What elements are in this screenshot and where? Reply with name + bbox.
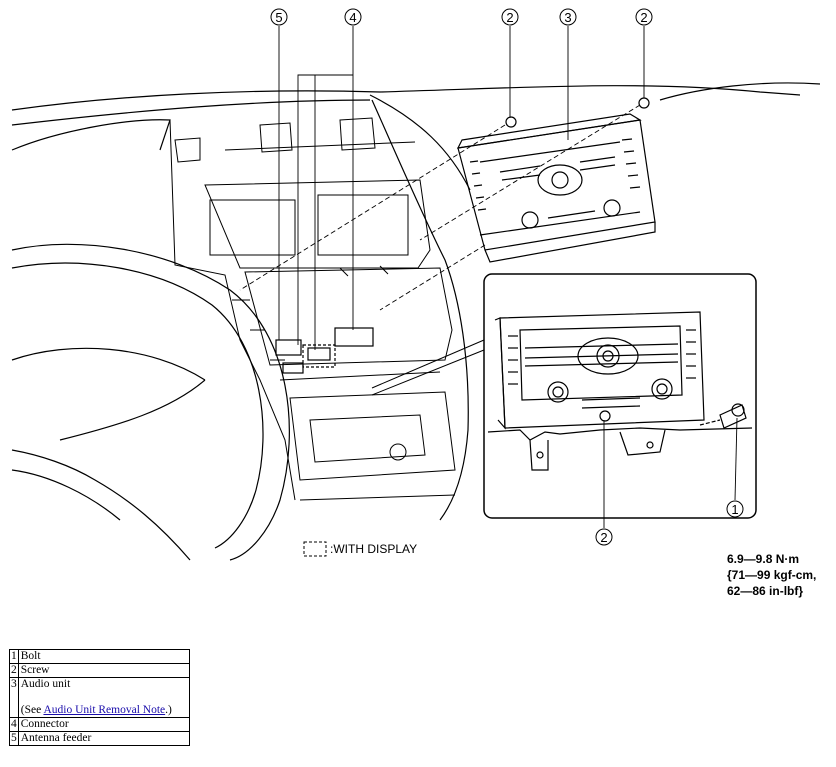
legend-note: (See Audio Unit Removal Note.) [21,704,187,717]
connector-parts [275,327,374,374]
svg-text:62—86 in-lbf}: 62—86 in-lbf} [727,584,803,598]
legend-num: 3 [9,677,19,718]
audio-unit-exploded [456,97,656,263]
legend-cell-audio-unit: Audio unit (See Audio Unit Removal Note.… [17,677,191,718]
callout-1: 1 [726,500,744,518]
callout-2-right: 2 [635,8,653,26]
legend-num: 1 [9,649,19,664]
table-row: 2 Screw [9,663,191,678]
svg-text:1: 1 [731,502,738,517]
dashboard-outline [11,82,821,521]
legend-label: Connector [17,717,191,732]
table-row: 4 Connector [9,717,191,732]
console-recess [169,117,456,501]
legend-label: Bolt [17,649,191,664]
svg-text::WITH DISPLAY: :WITH DISPLAY [330,542,417,556]
torque-spec: 6.9—9.8 N·m {71—99 kgf-cm, 62—86 in-lbf} [727,552,816,598]
svg-text:2: 2 [506,10,513,25]
svg-text:5: 5 [275,10,282,25]
screw-guide-lines [239,104,641,311]
note-suffix: .) [165,704,172,716]
callout-5: 5 [270,8,288,26]
detail-inset [371,273,757,519]
leader-lines [278,26,354,350]
legend-label: Screw [17,663,191,678]
svg-text:6.9—9.8 N·m: 6.9—9.8 N·m [727,552,799,566]
callout-4: 4 [344,8,362,26]
audio-unit-removal-note-link[interactable]: Audio Unit Removal Note [43,704,166,716]
callout-2-left: 2 [501,8,519,26]
callout-2-bottom: 2 [595,528,613,546]
table-row: 3 Audio unit (See Audio Unit Removal Not… [9,677,191,718]
callout-leaders [509,26,738,528]
svg-text:2: 2 [640,10,647,25]
svg-text:4: 4 [349,10,356,25]
legend-num: 2 [9,663,19,678]
audio-unit-removal-diagram: 5 4 2 3 2 2 1 :WITH DISPLAY 6.9—9.8 N·m … [11,8,821,598]
svg-text:2: 2 [600,530,607,545]
parts-legend-table: 1 Bolt 2 Screw 3 Audio unit (See Audio U… [9,649,191,746]
steering-wheel [11,243,290,561]
with-display-legend: :WITH DISPLAY [303,541,417,557]
legend-label: Antenna feeder [17,731,191,746]
legend-num: 4 [9,717,19,732]
legend-label: Audio unit [20,678,71,690]
svg-text:{71—99 kgf-cm,: {71—99 kgf-cm, [727,568,816,582]
table-row: 5 Antenna feeder [9,731,191,746]
legend-num: 5 [9,731,19,746]
callout-3: 3 [559,8,577,26]
table-row: 1 Bolt [9,649,191,664]
note-prefix: (See [20,704,44,716]
svg-text:3: 3 [564,10,571,25]
